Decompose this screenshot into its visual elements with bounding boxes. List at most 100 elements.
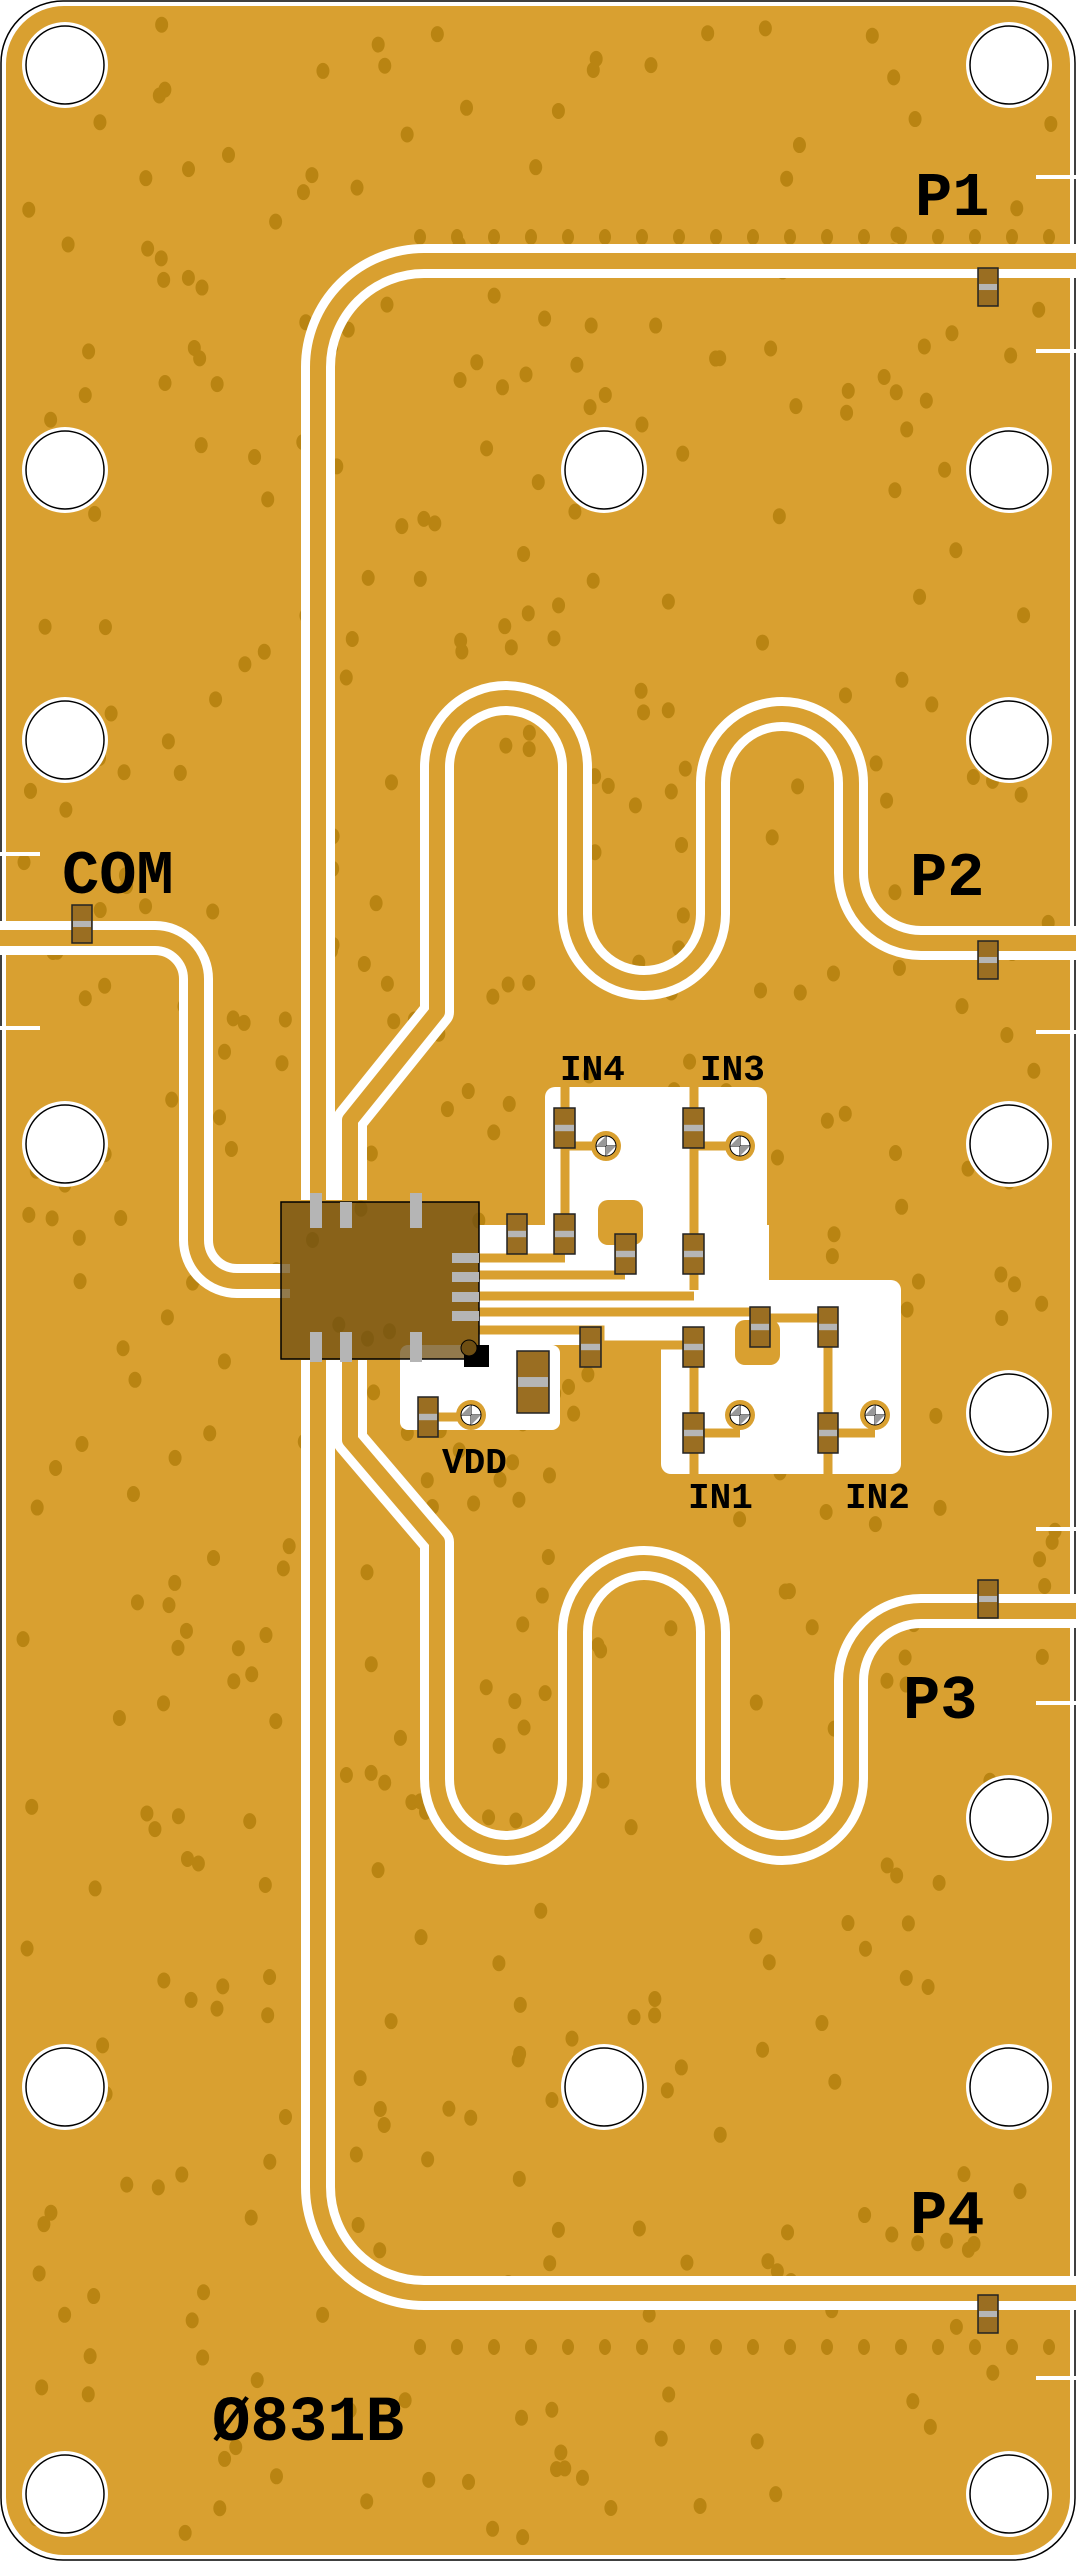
via xyxy=(660,2082,674,2099)
via xyxy=(551,2221,565,2238)
via xyxy=(529,159,543,176)
via xyxy=(1035,1648,1049,1665)
via xyxy=(1032,301,1046,318)
via xyxy=(512,1491,526,1508)
mounting-hole xyxy=(969,430,1049,510)
via xyxy=(305,167,319,184)
via xyxy=(513,2045,527,2062)
via xyxy=(709,350,723,367)
via xyxy=(949,542,963,559)
mounting-hole xyxy=(25,2454,105,2534)
via xyxy=(568,503,582,520)
via xyxy=(414,2339,426,2355)
via xyxy=(906,2393,920,2410)
via xyxy=(339,1766,353,1783)
via xyxy=(139,898,153,915)
via xyxy=(93,902,107,919)
via xyxy=(1044,115,1058,132)
ground-via-icon xyxy=(860,1400,890,1430)
via xyxy=(858,2339,870,2355)
via xyxy=(516,2529,530,2546)
via xyxy=(464,2109,478,2126)
smd-component xyxy=(553,1213,576,1255)
via xyxy=(899,1676,913,1693)
via xyxy=(88,505,102,522)
via xyxy=(673,229,685,245)
via xyxy=(161,733,175,750)
via xyxy=(462,2473,476,2490)
via xyxy=(140,1805,154,1822)
via xyxy=(749,1928,763,1945)
via xyxy=(460,99,474,116)
mounting-hole xyxy=(969,700,1049,780)
via xyxy=(678,760,692,777)
via xyxy=(93,114,107,131)
via xyxy=(244,2209,258,2226)
via xyxy=(637,704,651,721)
via xyxy=(770,2263,784,2280)
via xyxy=(895,1198,909,1215)
via xyxy=(158,375,172,392)
via xyxy=(949,2318,963,2335)
via xyxy=(180,1850,194,1867)
via xyxy=(171,1808,185,1825)
via xyxy=(451,229,463,245)
via xyxy=(955,998,969,1015)
via xyxy=(664,783,678,800)
via xyxy=(461,1083,475,1100)
via xyxy=(770,1149,784,1166)
via xyxy=(769,2486,783,2503)
via xyxy=(789,398,803,415)
via xyxy=(492,1737,506,1754)
ground-via-icon xyxy=(725,1400,755,1430)
via xyxy=(552,597,566,614)
via xyxy=(504,639,518,656)
via xyxy=(632,2220,646,2237)
via xyxy=(339,669,353,686)
via xyxy=(880,1672,894,1689)
via xyxy=(758,20,772,37)
via xyxy=(662,2386,676,2403)
via xyxy=(45,1210,59,1227)
via xyxy=(422,2471,436,2488)
via xyxy=(515,2409,529,2426)
via xyxy=(966,769,980,786)
via xyxy=(756,2041,770,2058)
smd-component xyxy=(682,1233,705,1275)
via xyxy=(116,1340,130,1357)
via xyxy=(482,1809,496,1826)
via xyxy=(440,1101,454,1118)
via xyxy=(487,1124,501,1141)
via xyxy=(480,440,494,457)
via xyxy=(642,2306,656,2323)
via xyxy=(61,236,75,253)
via xyxy=(154,250,168,267)
via xyxy=(522,974,536,991)
via xyxy=(838,1105,852,1122)
via xyxy=(586,61,600,78)
via xyxy=(892,959,906,976)
via xyxy=(227,1673,241,1690)
via xyxy=(203,1425,217,1442)
via xyxy=(693,2497,707,2514)
via xyxy=(207,1549,221,1566)
via xyxy=(451,2339,463,2355)
via xyxy=(604,2500,618,2517)
via xyxy=(575,2469,589,2486)
via xyxy=(519,366,533,383)
via xyxy=(636,229,648,245)
via xyxy=(263,1969,277,1986)
ground-via-icon xyxy=(456,1400,486,1430)
via xyxy=(756,634,770,651)
via xyxy=(545,2401,559,2418)
via xyxy=(398,2392,412,2409)
via xyxy=(171,1639,185,1656)
via xyxy=(784,2339,796,2355)
via xyxy=(278,1011,292,1028)
via xyxy=(535,1587,549,1604)
via xyxy=(373,2101,387,2117)
via xyxy=(350,179,364,196)
trace-p4 xyxy=(310,1360,1076,2301)
via xyxy=(221,146,235,163)
via xyxy=(209,691,223,708)
